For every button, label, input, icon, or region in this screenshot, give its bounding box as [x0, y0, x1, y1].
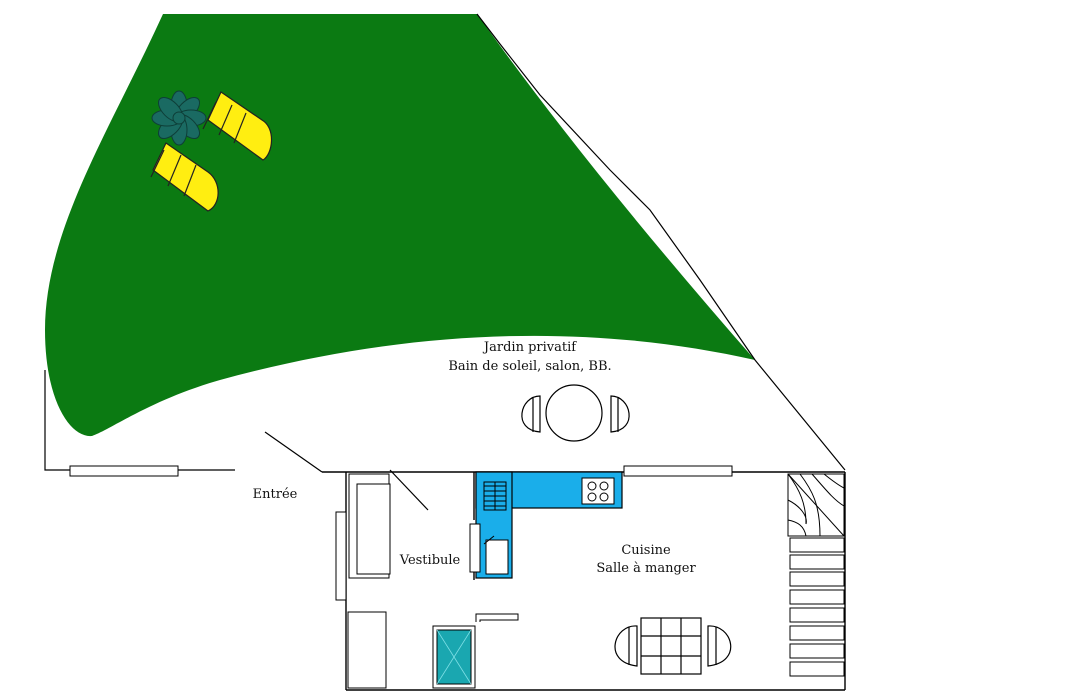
property-outline — [44, 13, 846, 511]
kitchen-title: Cuisine — [621, 543, 671, 558]
sun-lounger-icon — [202, 91, 273, 161]
cooktop-icon — [581, 477, 615, 505]
garden-subtitle: Bain de soleil, salon, BB. — [448, 359, 611, 374]
entrance-label: Entrée — [253, 487, 298, 502]
kitchen-partition — [475, 613, 519, 622]
dining-table-set — [614, 617, 732, 675]
sink-icon — [469, 523, 509, 575]
staircase-icon — [787, 473, 845, 677]
sun-lounger-icon — [150, 142, 219, 212]
vestibule-label: Vestibule — [399, 553, 461, 568]
parasol-icon — [151, 90, 207, 146]
garden-title: Jardin privatif — [482, 340, 577, 355]
garden-lawn — [45, 14, 755, 437]
wardrobe — [348, 473, 391, 579]
garden-window — [69, 465, 179, 477]
kitchen-subtitle: Salle à manger — [596, 561, 696, 576]
patio-table-set — [521, 384, 630, 442]
refrigerator — [432, 625, 476, 689]
dish-rack — [483, 481, 507, 511]
cupboard — [347, 611, 387, 689]
kitchen-window — [623, 465, 733, 477]
vestibule-window — [335, 511, 347, 601]
